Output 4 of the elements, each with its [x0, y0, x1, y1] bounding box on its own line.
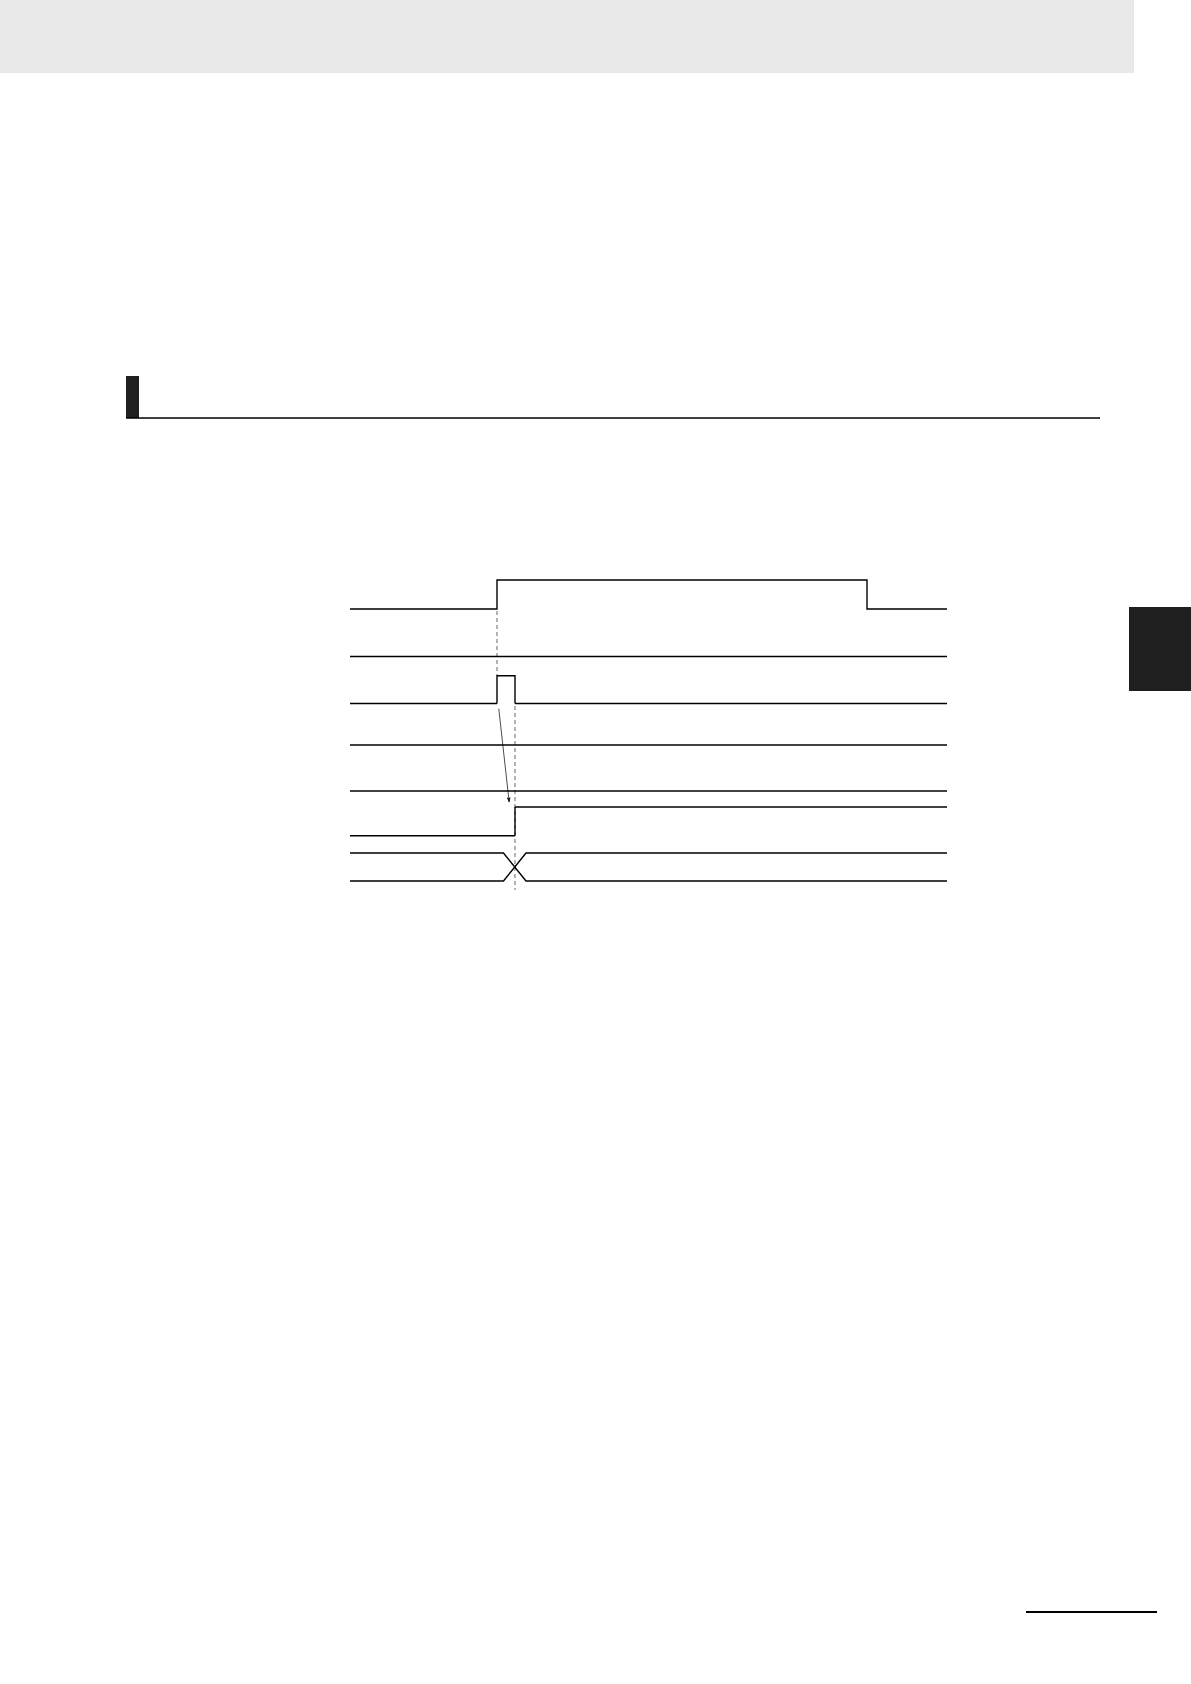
pulse-waveform [496, 675, 516, 705]
arrow [498, 708, 511, 803]
side-tab [1129, 607, 1191, 691]
rising-edge [514, 806, 516, 837]
